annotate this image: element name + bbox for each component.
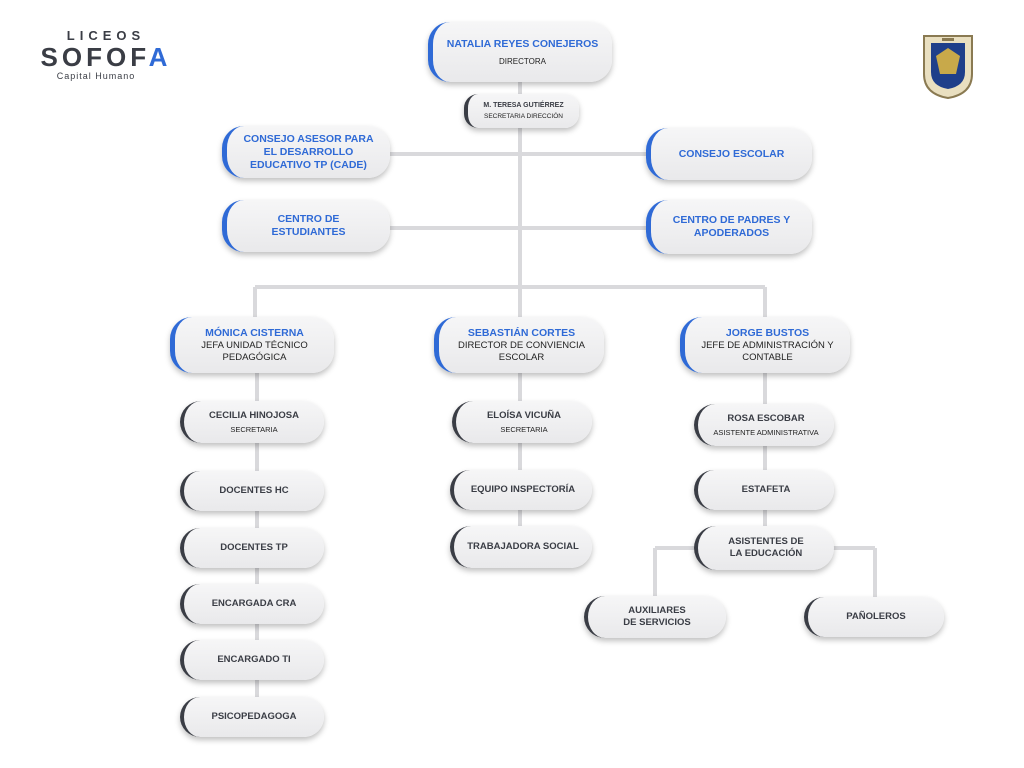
logo-line2: SOFOFA xyxy=(40,42,172,72)
node-name: JORGE BUSTOS xyxy=(725,326,810,339)
node-name: DOCENTES TP xyxy=(220,542,288,553)
node-name: MÓNICA CISTERNA xyxy=(205,326,304,339)
node-name: ESTAFETA xyxy=(741,484,791,495)
node-utp[interactable]: MÓNICA CISTERNA JEFA UNIDAD TÉCNICO PEDA… xyxy=(170,317,334,373)
node-panoleros[interactable]: PAÑOLEROS xyxy=(804,597,944,637)
node-name: ENCARGADO TI xyxy=(217,654,291,665)
node-name: AUXILIARES DE SERVICIOS xyxy=(623,605,691,628)
liceos-sofofa-logo: LICEOS SOFOFA Capital Humano xyxy=(36,28,176,81)
node-role: SECRETARIA xyxy=(230,424,278,434)
node-name: DOCENTES HC xyxy=(219,485,289,496)
node-role: JEFA UNIDAD TÉCNICO PEDAGÓGICA xyxy=(201,339,308,363)
node-auxiliares[interactable]: AUXILIARES DE SERVICIOS xyxy=(584,596,726,638)
node-name: CONSEJO ESCOLAR xyxy=(678,147,785,160)
node-centro-estudiantes[interactable]: CENTRO DE ESTUDIANTES xyxy=(222,200,390,252)
node-name: PSICOPEDAGOGA xyxy=(211,711,297,722)
node-name: ASISTENTES DE LA EDUCACIÓN xyxy=(728,536,804,559)
node-psicopedagoga[interactable]: PSICOPEDAGOGA xyxy=(180,697,324,737)
node-cecilia[interactable]: CECILIA HINOJOSA SECRETARIA xyxy=(180,401,324,443)
node-encargada-cra[interactable]: ENCARGADA CRA xyxy=(180,584,324,624)
node-name: M. TERESA GUTIÉRREZ xyxy=(483,102,564,109)
logo-line1: LICEOS xyxy=(66,28,146,43)
node-name: SEBASTIÁN CORTES xyxy=(467,326,576,339)
node-name: TRABAJADORA SOCIAL xyxy=(467,541,579,552)
node-eloisa[interactable]: ELOÍSA VICUÑA SECRETARIA xyxy=(452,401,592,443)
node-encargado-ti[interactable]: ENCARGADO TI xyxy=(180,640,324,680)
node-name: ENCARGADA CRA xyxy=(211,598,297,609)
node-inspectoria[interactable]: EQUIPO INSPECTORÍA xyxy=(450,470,592,510)
node-rosa[interactable]: ROSA ESCOBAR ASISTENTE ADMINISTRATIVA xyxy=(694,404,834,446)
logo-line3: Capital Humano xyxy=(56,71,136,81)
node-trabajadora-social[interactable]: TRABAJADORA SOCIAL xyxy=(450,526,592,568)
node-asistentes-educacion[interactable]: ASISTENTES DE LA EDUCACIÓN xyxy=(694,526,834,570)
node-name: CENTRO DE ESTUDIANTES xyxy=(271,213,346,238)
node-role: SECRETARIA xyxy=(500,424,548,434)
node-name: ELOÍSA VICUÑA xyxy=(486,409,562,421)
node-name: EQUIPO INSPECTORÍA xyxy=(470,484,576,495)
node-directora[interactable]: NATALIA REYES CONEJEROS DIRECTORA xyxy=(428,22,612,82)
school-crest-icon xyxy=(922,34,974,100)
node-estafeta[interactable]: ESTAFETA xyxy=(694,470,834,510)
node-secretaria-direccion[interactable]: M. TERESA GUTIÉRREZ SECRETARIA DIRECCIÓN xyxy=(464,94,579,128)
node-name: NATALIA REYES CONEJEROS xyxy=(446,37,599,50)
node-cade[interactable]: CONSEJO ASESOR PARA EL DESARROLLO EDUCAT… xyxy=(222,126,390,178)
node-name: CONSEJO ASESOR PARA EL DESARROLLO EDUCAT… xyxy=(243,132,374,171)
node-role: DIRECTOR DE CONVIENCIA ESCOLAR xyxy=(457,339,586,363)
node-docentes-tp[interactable]: DOCENTES TP xyxy=(180,528,324,568)
node-name: ROSA ESCOBAR xyxy=(727,412,805,424)
node-role: ASISTENTE ADMINISTRATIVA xyxy=(713,427,819,437)
node-role: SECRETARIA DIRECCIÓN xyxy=(484,113,563,120)
node-admin[interactable]: JORGE BUSTOS JEFE DE ADMINISTRACIÓN Y CO… xyxy=(680,317,850,373)
node-consejo-escolar[interactable]: CONSEJO ESCOLAR xyxy=(646,128,812,180)
node-name: PAÑOLEROS xyxy=(846,611,906,622)
node-convivencia[interactable]: SEBASTIÁN CORTES DIRECTOR DE CONVIENCIA … xyxy=(434,317,604,373)
node-name: CENTRO DE PADRES Y APODERADOS xyxy=(672,214,791,239)
node-role: DIRECTORA xyxy=(499,56,546,66)
node-name: CECILIA HINOJOSA xyxy=(209,409,299,421)
node-centro-padres[interactable]: CENTRO DE PADRES Y APODERADOS xyxy=(646,200,812,254)
node-docentes-hc[interactable]: DOCENTES HC xyxy=(180,471,324,511)
node-role: JEFE DE ADMINISTRACIÓN Y CONTABLE xyxy=(701,339,834,363)
